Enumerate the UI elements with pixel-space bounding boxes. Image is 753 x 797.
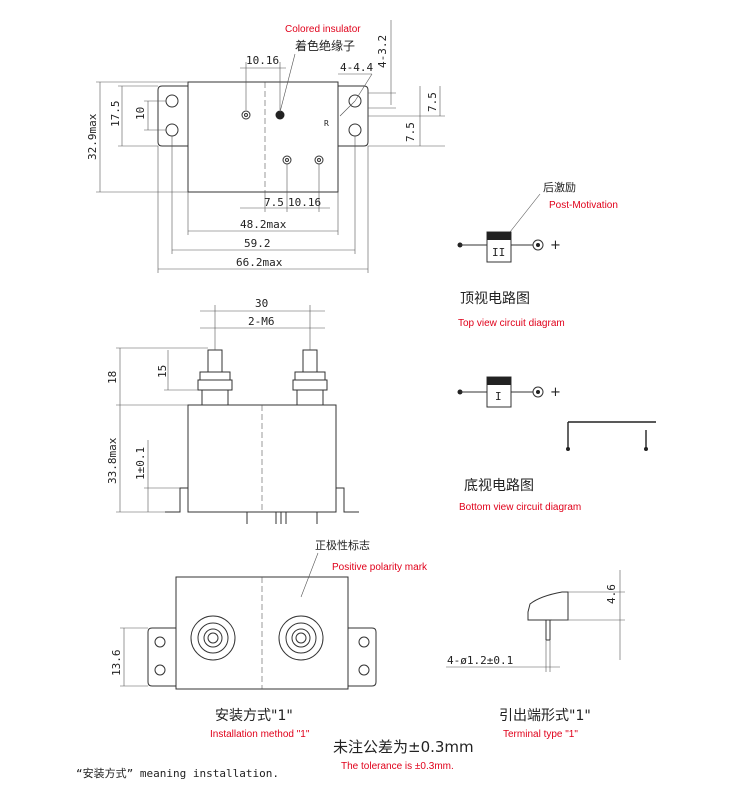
plus-bottom: + [550, 385, 561, 400]
dim-7-5-b: 7.5 [404, 122, 417, 142]
colored-insulator-label-en: Colored insulator [285, 24, 361, 35]
coil-top-symbol: II [492, 246, 505, 259]
footnote: “安装方式” meaning installation. [76, 766, 279, 780]
tolerance-note-cn: 未注公差为±0.3mm [333, 738, 474, 756]
dim-4-3-2: 4-3.2 [376, 35, 389, 68]
stud-top-icon [190, 615, 236, 661]
bottom-view-circuit-cn: 底视电路图 [464, 478, 534, 494]
terminal-base-icon [527, 591, 569, 621]
install-method-cn: 安装方式"1" [215, 708, 293, 724]
install-method-en: Installation method "1" [210, 729, 310, 740]
stud-left [197, 349, 233, 406]
dim-59-2: 59.2 [244, 237, 271, 250]
dim-radius: R [324, 119, 329, 128]
terminal-icon [241, 110, 251, 120]
top-view: 10.16 4-4.4 4-3.2 7.5 7.5 R 32.9max 17.5… [86, 20, 445, 273]
mount-hole-icon [358, 664, 370, 676]
post-motivation-cn: 后激励 [543, 180, 576, 194]
mount-hole-icon [358, 636, 370, 648]
plus-top: + [550, 238, 561, 253]
top-circuit: 后激励 Post-Motivation II + 顶视电路图 Top view … [457, 180, 618, 329]
positive-mark-en: Positive polarity mark [332, 562, 428, 573]
left-flange [157, 85, 188, 147]
coil-terminal-icon [314, 155, 324, 165]
mount-hole-icon [165, 94, 179, 108]
colored-insulator-label-cn: 着色绝缘子 [295, 38, 355, 53]
colored-insulator-icon [275, 110, 285, 120]
mount-hole-icon [154, 636, 166, 648]
mount-hole-icon [154, 664, 166, 676]
dim-18: 18 [106, 371, 119, 384]
dim-30: 30 [255, 297, 268, 310]
dim-10-16-bottom: 10.16 [288, 196, 321, 209]
dim-4-4-4: 4-4.4 [340, 61, 373, 74]
terminal-type-view: 4.6 4-ø1.2±0.1 引出端形式"1" Terminal type "1… [446, 570, 625, 740]
stud-top-icon [278, 615, 324, 661]
terminal-type-cn: 引出端形式"1" [499, 708, 591, 724]
dim-17-5: 17.5 [109, 101, 122, 128]
bottom-circuit: I + 底视电路图 Bottom view circuit diagram [457, 376, 656, 513]
dim-1-pm-0-1: 1±0.1 [134, 447, 147, 480]
dim-7-5-a: 7.5 [426, 92, 439, 112]
top-view-circuit-en: Top view circuit diagram [458, 318, 565, 329]
coil-bottom-symbol: I [495, 390, 502, 403]
mount-hole-icon [165, 123, 179, 137]
dim-10-16-top: 10.16 [246, 54, 279, 67]
dim-7-5-bottom: 7.5 [264, 196, 284, 209]
positive-mark-cn: 正极性标志 [315, 538, 370, 552]
top-view-body [187, 81, 339, 193]
dim-33-8: 33.8max [106, 437, 119, 484]
dim-2-m6: 2-M6 [248, 315, 275, 328]
side-view: 30 2-M6 18 15 33.8max 1±0.1 [106, 297, 359, 524]
coil-terminal-icon [282, 155, 292, 165]
dim-13-6: 13.6 [110, 650, 123, 677]
bottom-view-circuit-en: Bottom view circuit diagram [459, 502, 581, 513]
terminal-type-en: Terminal type "1" [503, 729, 578, 740]
mount-hole-icon [348, 94, 362, 108]
dim-32-9: 32.9max [86, 113, 99, 160]
dim-48-2: 48.2max [240, 218, 287, 231]
dim-4-6: 4.6 [605, 584, 618, 604]
dim-66-2: 66.2max [236, 256, 283, 269]
post-motivation-en: Post-Motivation [549, 200, 618, 211]
installation-view: 13.6 正极性标志 Positive polarity mark 安装方式"1… [110, 538, 428, 740]
top-view-circuit-cn: 顶视电路图 [460, 291, 530, 307]
dim-10: 10 [134, 107, 147, 120]
dim-15: 15 [156, 365, 169, 378]
dim-pin: 4-ø1.2±0.1 [447, 654, 513, 667]
tolerance-note-en: The tolerance is ±0.3mm. [341, 761, 454, 772]
mount-hole-icon [348, 123, 362, 137]
stud-right [292, 349, 328, 406]
